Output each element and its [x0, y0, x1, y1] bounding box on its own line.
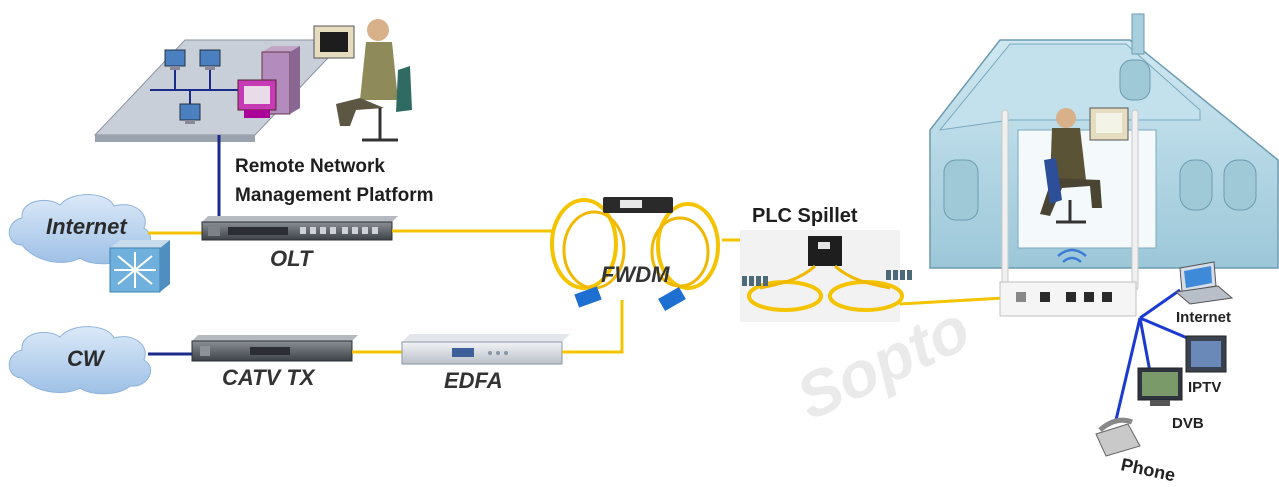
- plc-label: PLC Spillet: [752, 205, 858, 227]
- dvb-tv-icon: [1137, 367, 1183, 406]
- house-icon: [929, 13, 1279, 269]
- workstation-icon: [179, 103, 201, 124]
- catv-transmitter: [191, 335, 358, 362]
- cw-cloud: [8, 326, 151, 395]
- wifi-icon: [1057, 248, 1087, 263]
- workstation-icon: [199, 49, 221, 70]
- dvb-label: DVB: [1172, 415, 1204, 432]
- olt-label: OLT: [270, 246, 314, 271]
- catv-tx-label: CATV TX: [222, 365, 316, 390]
- fwdm-coupler: [550, 197, 720, 312]
- home-user-icon: [1040, 107, 1129, 224]
- plc-splitter: [740, 230, 912, 322]
- phone-label: Phone: [1119, 454, 1177, 485]
- platform-label-line1: Remote Network: [235, 156, 385, 177]
- edfa-fwdm-fiber: [562, 300, 624, 354]
- edfa-device: [401, 334, 570, 365]
- iptv-icon: [1185, 335, 1227, 373]
- management-platform: [93, 19, 412, 142]
- laptop-icon: [1174, 261, 1234, 305]
- fwdm-label: FWDM: [601, 262, 670, 287]
- internet-device-label: Internet: [1176, 309, 1231, 326]
- plc-onu-fiber: [899, 296, 1005, 306]
- monitor-icon: [237, 79, 277, 118]
- olt-device: [201, 216, 398, 241]
- edfa-label: EDFA: [444, 368, 503, 393]
- operator-person-icon: [313, 19, 412, 142]
- cw-cloud-label: CW: [67, 346, 106, 371]
- switch-icon: [109, 240, 170, 293]
- internet-cloud-label: Internet: [46, 214, 128, 239]
- phone-icon: [1095, 417, 1141, 457]
- onu-router: [999, 109, 1139, 317]
- platform-label-line2: Management Platform: [235, 185, 433, 206]
- workstation-icon: [164, 49, 186, 70]
- client-links: [1114, 288, 1193, 421]
- fiber-connector-icon: [658, 286, 686, 312]
- fiber-connector-icon: [574, 286, 602, 308]
- iptv-label: IPTV: [1188, 379, 1221, 396]
